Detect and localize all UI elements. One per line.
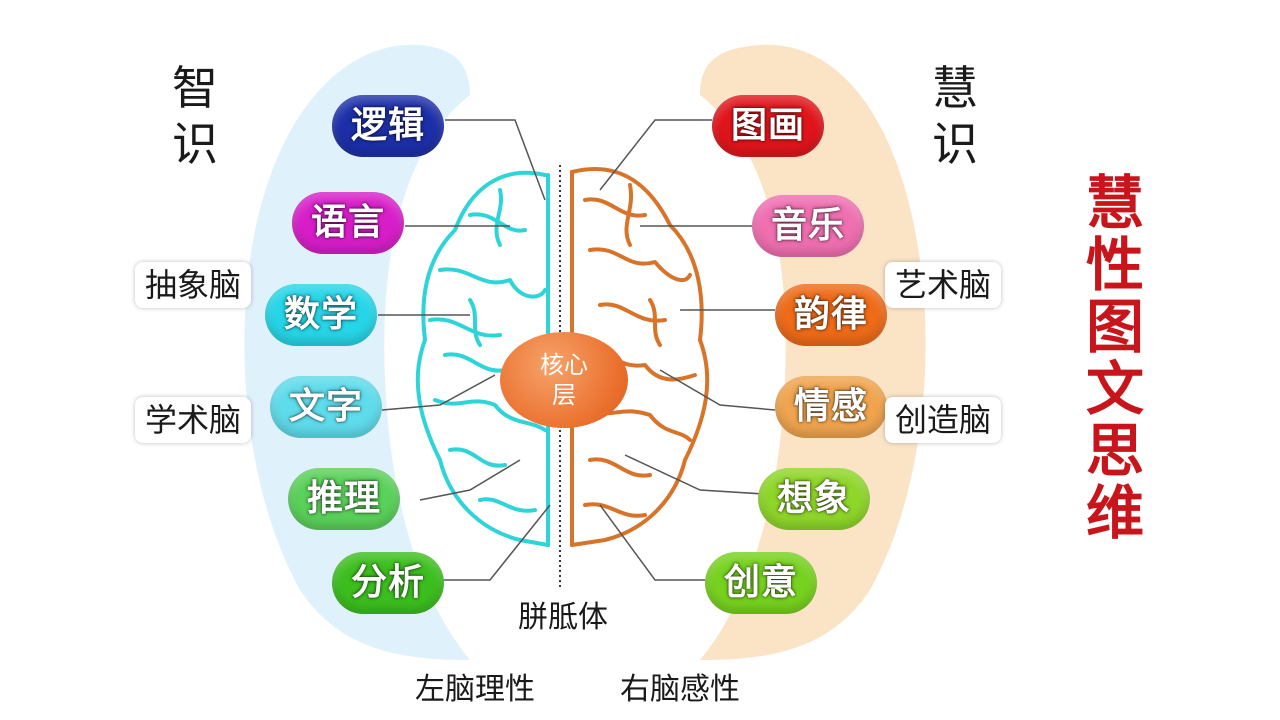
pill-creativity: 创意: [705, 552, 817, 614]
corpus-callosum-label: 胼胝体: [518, 600, 608, 635]
tag-abstract-brain: 抽象脑: [135, 262, 252, 308]
side-title-char: 性: [1085, 231, 1144, 299]
side-title-char: 慧: [1085, 169, 1144, 237]
pill-emotion: 情感: [775, 376, 887, 438]
pill-drawing: 图画: [712, 95, 824, 157]
side-title-char: 思: [1085, 417, 1144, 485]
pill-imagination: 想象: [758, 468, 870, 530]
right-title-char: 慧: [932, 61, 978, 115]
left-brain-label: 左脑理性: [415, 672, 535, 707]
core-line: 层: [552, 381, 576, 409]
side-title-char: 文: [1085, 355, 1144, 423]
right-title-char: 识: [932, 117, 978, 171]
right-band: [700, 44, 926, 661]
tag-art-brain: 艺术脑: [885, 262, 1002, 308]
left-title-char: 智: [172, 61, 218, 115]
right-brain-label: 右脑感性: [620, 672, 740, 707]
side-title-char: 维: [1085, 479, 1144, 547]
pill-language: 语言: [292, 192, 404, 254]
pill-logic: 逻辑: [332, 95, 444, 157]
tag-creative-brain: 创造脑: [885, 397, 1002, 443]
left-title-char: 识: [172, 117, 218, 171]
right-column-title: 慧 识: [925, 60, 985, 172]
left-hemisphere: [415, 170, 550, 547]
pill-reasoning: 推理: [288, 468, 400, 530]
core-layer: 核心 层: [500, 332, 628, 428]
pill-rhythm: 韵律: [775, 284, 887, 346]
left-column-title: 智 识: [165, 60, 225, 172]
tag-academic-brain: 学术脑: [135, 397, 252, 443]
pill-analysis: 分析: [332, 552, 444, 614]
right-leader-lines: [599, 119, 781, 581]
pill-writing: 文字: [270, 376, 382, 438]
side-title: 慧 性 图 文 思 维: [1080, 172, 1150, 544]
side-title-char: 图: [1085, 293, 1144, 361]
core-line: 核心: [540, 351, 588, 379]
pill-math: 数学: [265, 284, 377, 346]
pill-music: 音乐: [752, 195, 864, 257]
